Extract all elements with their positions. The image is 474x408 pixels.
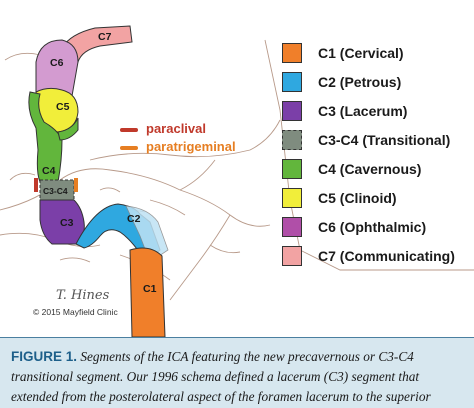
label-c1: C1 bbox=[143, 283, 157, 295]
artist-signature: T. Hines bbox=[56, 288, 110, 303]
key-paraclival-label: paraclival bbox=[146, 121, 206, 136]
legend-swatch-c5 bbox=[282, 188, 302, 208]
legend-label-c4: C4 (Cavernous) bbox=[318, 161, 422, 177]
legend-swatch-c2 bbox=[282, 72, 302, 92]
paratrigeminal-marker bbox=[74, 178, 78, 192]
segment-c7 bbox=[61, 25, 133, 63]
legend-swatch-c3c4 bbox=[282, 130, 302, 150]
paratrigeminal-line bbox=[120, 146, 138, 150]
segment-c4 bbox=[28, 91, 63, 183]
paraclival-marker bbox=[34, 178, 38, 192]
skull-base-sketch bbox=[0, 39, 474, 301]
label-c5: C5 bbox=[56, 101, 70, 113]
legend-swatch-c3 bbox=[282, 101, 302, 121]
caption-heading: FIGURE 1. bbox=[11, 349, 78, 364]
label-c7: C7 bbox=[98, 31, 112, 43]
legend-label-c1: C1 (Cervical) bbox=[318, 45, 404, 61]
label-c3c4: C3-C4 bbox=[43, 186, 68, 196]
caption-body: Segments of the ICA featuring the new pr… bbox=[11, 349, 431, 404]
copyright-notice: © 2015 Mayfield Clinic bbox=[33, 307, 118, 317]
key-paratrigeminal-label: paratrigeminal bbox=[146, 139, 236, 154]
legend-label-c3c4: C3-C4 (Transitional) bbox=[318, 132, 451, 148]
segment-c6 bbox=[35, 39, 79, 97]
ica-diagram: C7 C6 C5 C4 C3-C4 C3 C2 C1 bbox=[0, 25, 474, 337]
figure-caption: FIGURE 1. Segments of the ICA featuring … bbox=[0, 337, 474, 408]
label-c4: C4 bbox=[42, 165, 56, 177]
legend-label-c2: C2 (Petrous) bbox=[318, 74, 402, 90]
label-c2: C2 bbox=[127, 213, 141, 225]
paraclival-line bbox=[120, 128, 138, 132]
legend-swatch-c4 bbox=[282, 159, 302, 179]
legend-label-c5: C5 (Clinoid) bbox=[318, 190, 397, 206]
legend-swatch-c7 bbox=[282, 246, 302, 266]
legend-label-c3: C3 (Lacerum) bbox=[318, 103, 408, 119]
label-c6: C6 bbox=[50, 57, 64, 69]
label-c3: C3 bbox=[60, 217, 74, 229]
caption-paragraph: FIGURE 1. Segments of the ICA featuring … bbox=[11, 347, 465, 407]
legend-swatch-c6 bbox=[282, 217, 302, 237]
legend-label-c7: C7 (Communicating) bbox=[318, 248, 455, 264]
segment-c1 bbox=[129, 247, 166, 337]
segment-c4-bend bbox=[57, 117, 79, 141]
legend-swatch-c1 bbox=[282, 43, 302, 63]
anatomy-illustration: C7 C6 C5 C4 C3-C4 C3 C2 C1 paraclival pa… bbox=[0, 25, 474, 337]
legend-label-c6: C6 (Ophthalmic) bbox=[318, 219, 427, 235]
